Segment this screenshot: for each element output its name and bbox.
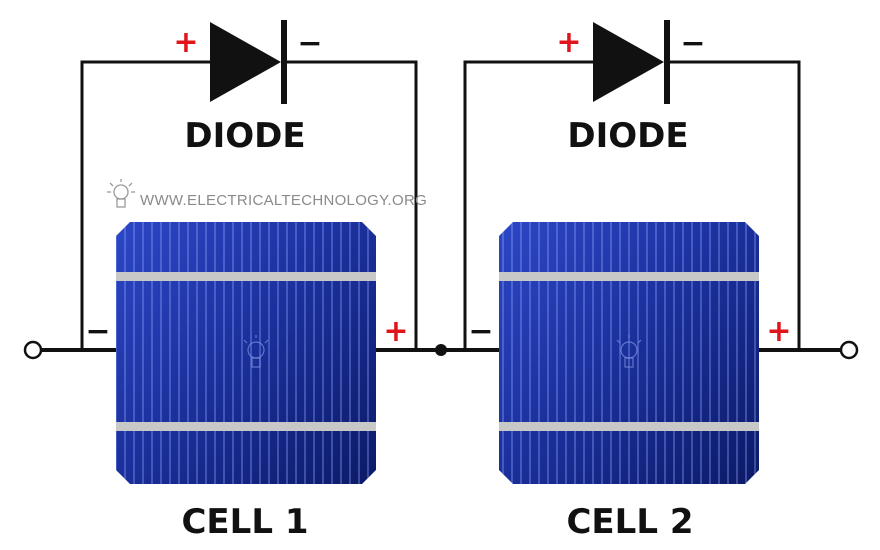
cell-2-plus-sign: + <box>766 314 791 349</box>
cell-1-minus-sign: − <box>85 314 110 349</box>
cell-2-busbar-top <box>499 272 759 281</box>
cell-2-minus-sign: − <box>468 314 493 349</box>
solar-cell-2 <box>499 222 759 484</box>
cell-2-busbar-bottom <box>499 422 759 431</box>
cell-1-label: CELL 1 <box>181 502 308 542</box>
junction-node <box>435 344 447 356</box>
diode-1 <box>210 20 287 104</box>
cell-1-busbar-top <box>116 272 376 281</box>
diode-2-cathode-sign: − <box>680 26 705 61</box>
cell-2-bulb-watermark-icon <box>616 335 642 368</box>
diode-1-anode-sign: + <box>173 25 198 60</box>
cell-1-bulb-watermark-icon <box>243 335 269 368</box>
diode-2-bar <box>664 20 670 104</box>
bypass-loop-2 <box>463 60 801 350</box>
watermark-text: WWW.ELECTRICALTECHNOLOGY.ORG <box>140 192 427 209</box>
diode-1-bar <box>281 20 287 104</box>
right-terminal <box>839 340 859 360</box>
bulb-watermark-icon <box>107 179 135 208</box>
cell-1-plus-sign: + <box>383 314 408 349</box>
diode-1-label: DIODE <box>184 116 305 156</box>
diode-2-anode-sign: + <box>556 25 581 60</box>
bypass-loop-1 <box>80 60 418 350</box>
solar-cell-1 <box>116 222 376 484</box>
diode-2-label: DIODE <box>567 116 688 156</box>
cell-1-busbar-bottom <box>116 422 376 431</box>
diode-1-triangle <box>210 22 281 102</box>
left-terminal <box>23 340 43 360</box>
diode-2 <box>593 20 670 104</box>
cell-2-label: CELL 2 <box>566 502 693 542</box>
diode-1-cathode-sign: − <box>297 26 322 61</box>
diode-2-triangle <box>593 22 664 102</box>
